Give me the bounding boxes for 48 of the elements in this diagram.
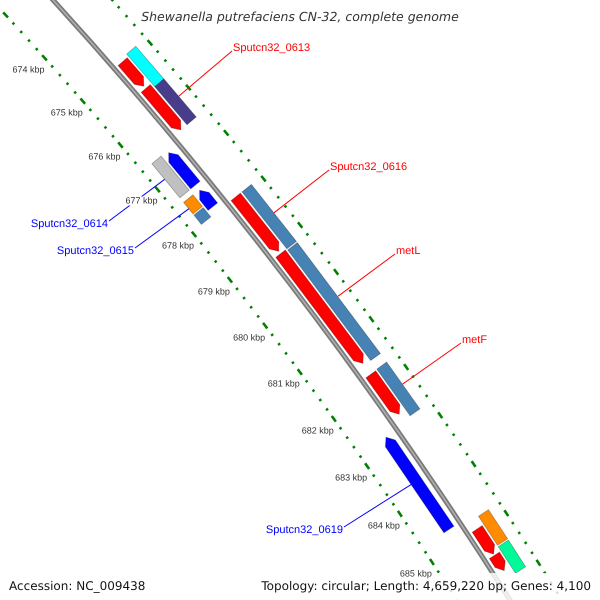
gene-feature	[230, 192, 280, 252]
gene-feature	[199, 190, 218, 211]
tick-label: 679 kbp	[196, 287, 231, 296]
gene-bar	[376, 361, 420, 416]
gene-feature	[472, 525, 496, 555]
tick-label: 682 kbp	[300, 426, 335, 436]
tick-label: 680 kbp	[232, 333, 266, 342]
gene-label: Sputcn32_0613	[233, 42, 310, 54]
gene-bar	[241, 184, 297, 250]
leader-line	[134, 208, 190, 248]
tick-label: 683 kbp	[334, 474, 368, 483]
gene-label: metF	[462, 334, 488, 346]
gene-label: Sputcn32_0616	[330, 161, 408, 173]
leader-line	[402, 342, 462, 385]
gene-feature	[118, 57, 144, 87]
gene-bar	[193, 207, 212, 225]
gene-bar	[478, 509, 508, 546]
gene-feature	[140, 84, 182, 130]
gene-label: Sputcn32_0615	[56, 245, 134, 257]
gene-feature	[168, 152, 201, 190]
leader-line	[274, 170, 330, 214]
leader-line	[178, 50, 232, 97]
gene-feature	[488, 552, 506, 572]
info-text: Topology: circular; Length: 4,659,220 bp; Genes: 4,100	[261, 579, 591, 593]
tick-label: 676 kbp	[87, 152, 122, 162]
gene-feature	[385, 436, 454, 534]
gene-feature	[275, 249, 364, 364]
gene-bar	[126, 46, 164, 88]
tick-label: 681 kbp	[266, 379, 301, 388]
info-text: Accession: NC_009438	[9, 579, 146, 593]
gene-label: Sputcn32_0619	[266, 524, 343, 536]
gene-bar	[498, 540, 526, 574]
leader-line	[338, 254, 396, 297]
gene-bar	[183, 194, 203, 215]
leader-line	[344, 484, 412, 528]
tick-label: 674 kbp	[11, 65, 46, 74]
tick-label: 685 kbp	[398, 569, 433, 578]
gene-bar	[287, 242, 381, 362]
tick-label: 684 kbp	[366, 521, 401, 530]
gene-bar	[154, 78, 197, 126]
tick-label: 675 kbp	[50, 108, 84, 118]
tick-label: 678 kbp	[161, 242, 196, 251]
gene-label: metL	[396, 245, 420, 257]
gene-bar	[151, 156, 190, 198]
map-title: Shewanella putrefaciens CN-32, complete genome	[140, 9, 460, 24]
gene-label: Sputcn32_0614	[30, 218, 108, 230]
gene-feature	[365, 370, 400, 415]
tick-label: 677 kbp	[124, 196, 159, 206]
